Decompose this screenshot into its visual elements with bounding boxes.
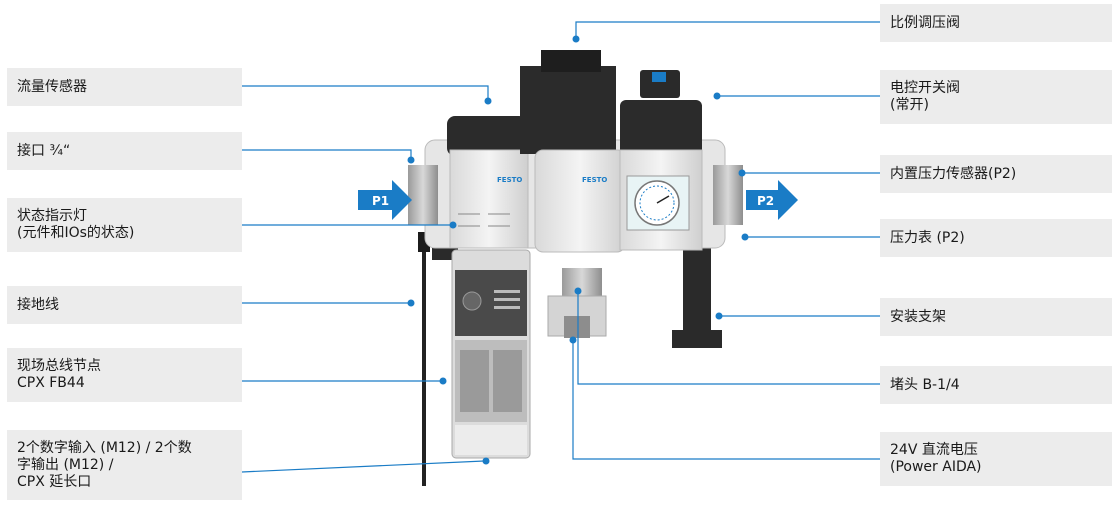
pressure-gauge-shape xyxy=(626,175,690,231)
label-status-led: 状态指示灯 (元件和IOs的状态) xyxy=(7,198,242,252)
outlet-port xyxy=(713,165,743,225)
label-text: 字输出 (M12) / xyxy=(17,456,114,473)
leader-digital-io xyxy=(241,460,485,473)
label-text: 安装支架 xyxy=(890,308,946,325)
label-pressure-gauge: 压力表 (P2) xyxy=(880,219,1112,257)
label-text: 接地线 xyxy=(17,296,59,313)
leader-dc-voltage xyxy=(572,342,880,460)
label-text: (常开) xyxy=(890,97,929,113)
leader-port xyxy=(242,149,412,158)
label-text: 流量传感器 xyxy=(17,78,87,95)
leader-lines xyxy=(241,21,880,473)
leader-flow-sensor xyxy=(242,85,489,99)
plug-shape xyxy=(547,268,607,338)
label-text: 压力表 (P2) xyxy=(890,229,965,246)
label-mounting-bracket: 安装支架 xyxy=(880,298,1112,336)
label-digital-io: 2个数字输入 (M12) / 2个数 字输出 (M12) / CPX 延长口 xyxy=(7,430,242,500)
label-text: CPX 延长口 xyxy=(17,473,92,490)
outlet-label: P2 xyxy=(757,194,774,208)
leader-dots xyxy=(407,35,749,465)
inlet-port xyxy=(408,165,438,225)
label-text: 状态指示灯 xyxy=(17,208,87,224)
proportional-valve-shape: FESTO xyxy=(520,50,626,253)
label-text: 现场总线节点 xyxy=(17,358,101,374)
label-text: CPX FB44 xyxy=(17,375,85,391)
brand-text: FESTO xyxy=(582,176,607,184)
label-dc-voltage: 24V 直流电压 (Power AIDA) xyxy=(880,432,1112,486)
outlet-arrow: P2 xyxy=(746,180,798,220)
label-proportional-valve: 比例调压阀 xyxy=(880,4,1112,42)
label-text: 24V 直流电压 xyxy=(890,442,978,458)
label-text: 接口 ¾“ xyxy=(17,142,71,159)
label-plug: 堵头 B-1/4 xyxy=(880,366,1112,404)
label-fieldbus-node: 现场总线节点 CPX FB44 xyxy=(7,348,242,402)
brand-text: FESTO xyxy=(497,176,522,184)
leader-plug xyxy=(577,293,880,385)
label-text: 内置压力传感器(P2) xyxy=(890,165,1017,182)
ground-wire-shape xyxy=(418,232,430,486)
label-port: 接口 ¾“ xyxy=(7,132,242,170)
label-text: 比例调压阀 xyxy=(890,14,960,31)
label-text: 堵头 B-1/4 xyxy=(890,376,960,393)
label-switch-valve: 电控开关阀 (常开) xyxy=(880,70,1112,124)
inlet-label: P1 xyxy=(372,194,389,208)
flow-sensor-shape: FESTO xyxy=(447,116,529,249)
leader-proportional-valve xyxy=(575,21,880,37)
label-text: (元件和IOs的状态) xyxy=(17,225,135,241)
label-flow-sensor: 流量传感器 xyxy=(7,68,242,106)
label-text: 电控开关阀 xyxy=(890,80,960,96)
fieldbus-node-shape xyxy=(451,249,531,459)
inlet-arrow: P1 xyxy=(358,180,412,220)
label-text: 2个数字输入 (M12) / 2个数 xyxy=(17,439,192,456)
label-ground-wire: 接地线 xyxy=(7,286,242,324)
label-pressure-sensor: 内置压力传感器(P2) xyxy=(880,155,1112,193)
label-text: (Power AIDA) xyxy=(890,459,982,475)
